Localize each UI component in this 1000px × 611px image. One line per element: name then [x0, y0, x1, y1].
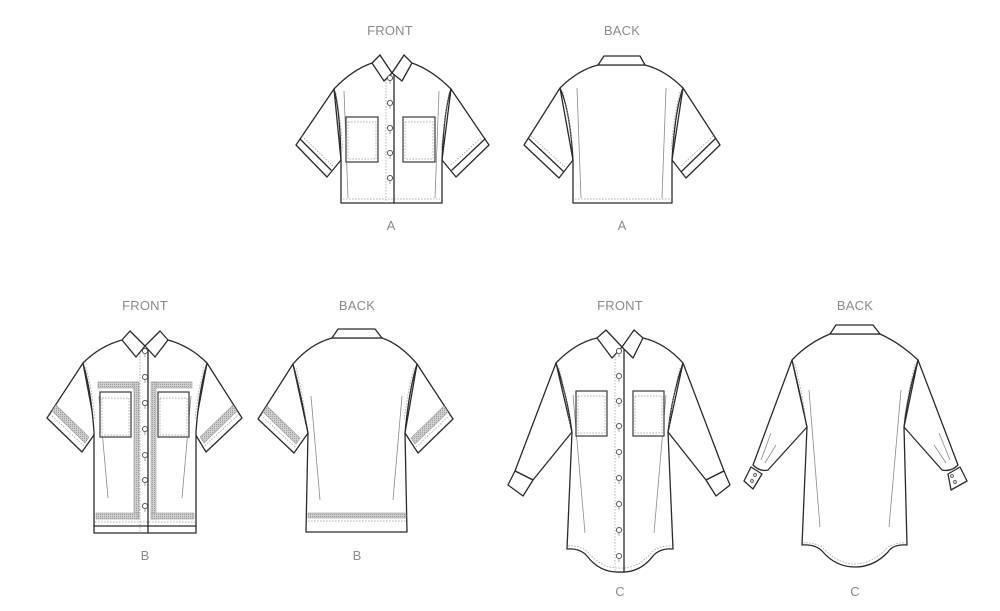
variant-label-c-front: C [615, 584, 625, 599]
shirt-a-back-drawing [523, 55, 721, 204]
view-label-b-back: BACK [338, 298, 376, 313]
view-label-b-front: FRONT [122, 298, 168, 313]
shirt-c-front-drawing [507, 329, 731, 573]
button-icon [386, 74, 394, 184]
button-icon [615, 347, 623, 562]
shirt-b-front-drawing [46, 330, 243, 534]
view-label-c-front: FRONT [597, 298, 643, 313]
shirt-b-back-drawing [257, 328, 454, 533]
view-label-c-back: BACK [836, 298, 874, 313]
button-icon [141, 347, 149, 512]
variant-label-b-front: B [140, 548, 150, 563]
variant-label-a-front: A [386, 218, 396, 233]
view-label-a-back: BACK [603, 23, 641, 38]
view-label-a-front: FRONT [367, 23, 413, 38]
variant-label-b-back: B [352, 548, 362, 563]
variant-label-c-back: C [850, 584, 860, 599]
variant-label-a-back: A [617, 218, 627, 233]
shirt-c-back-drawing [743, 324, 968, 568]
shirt-a-front-drawing [295, 54, 490, 204]
